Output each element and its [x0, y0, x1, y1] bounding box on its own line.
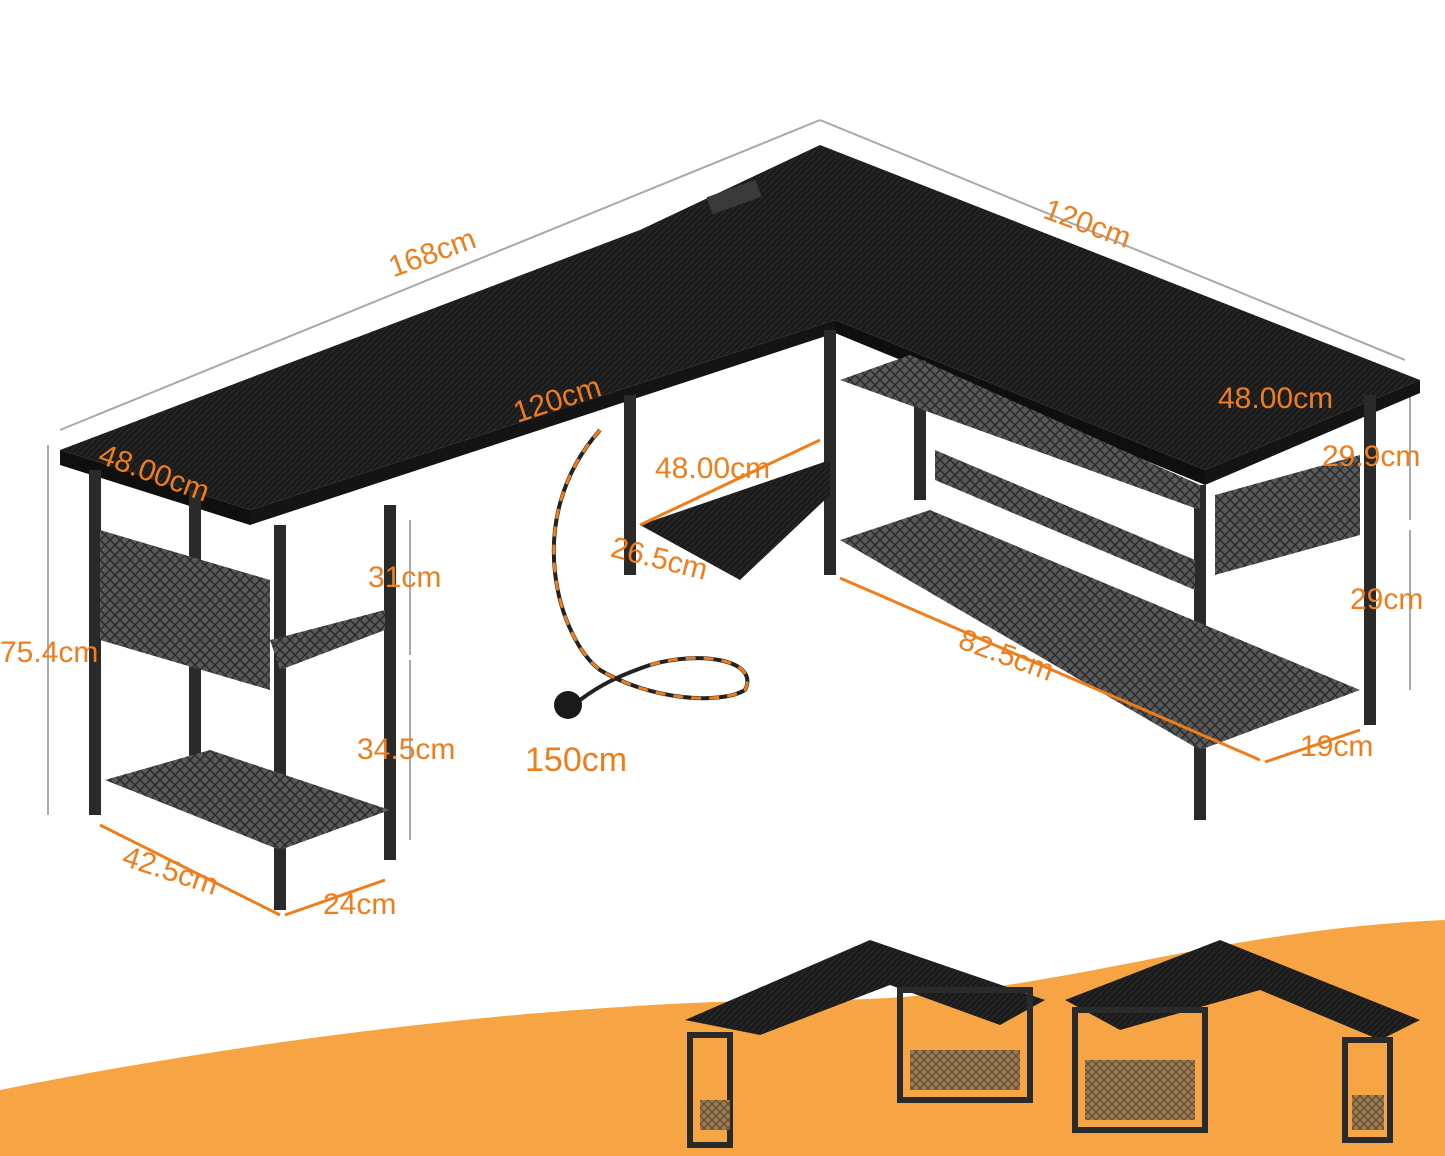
label-basket-height: 29.9cm	[1322, 440, 1421, 473]
plug-icon	[554, 691, 582, 719]
label-cpu-stand-width: 48.00cm	[655, 452, 771, 485]
right-basket	[1215, 455, 1360, 575]
dimension-lines	[47, 119, 1411, 840]
preview-left-config	[685, 940, 1045, 1148]
label-return-depth: 48.00cm	[1218, 382, 1334, 415]
left-basket	[100, 530, 270, 690]
right-middle-mesh	[935, 450, 1195, 590]
left-upper-shelf	[270, 610, 385, 670]
orange-measure-lines	[99, 438, 1361, 917]
label-left-shelf-gap-upper: 31cm	[368, 561, 442, 594]
label-left-shelf-gap-lower: 34.5cm	[357, 733, 456, 766]
label-cable-length: 150cm	[525, 741, 628, 779]
right-top-shelf	[840, 355, 1200, 510]
label-right-shelf-gap: 29cm	[1350, 583, 1424, 616]
right-bottom-shelf	[840, 510, 1360, 750]
label-left-shelf-depth: 24cm	[323, 888, 397, 921]
preview-right-config	[1065, 940, 1420, 1143]
left-lower-shelf	[105, 750, 390, 850]
label-height: 75.4cm	[0, 636, 99, 669]
label-right-shelf-depth: 19cm	[1300, 730, 1374, 763]
power-cable	[551, 428, 750, 719]
cpu-stand	[640, 460, 830, 580]
power-outlet-icon	[706, 179, 762, 215]
